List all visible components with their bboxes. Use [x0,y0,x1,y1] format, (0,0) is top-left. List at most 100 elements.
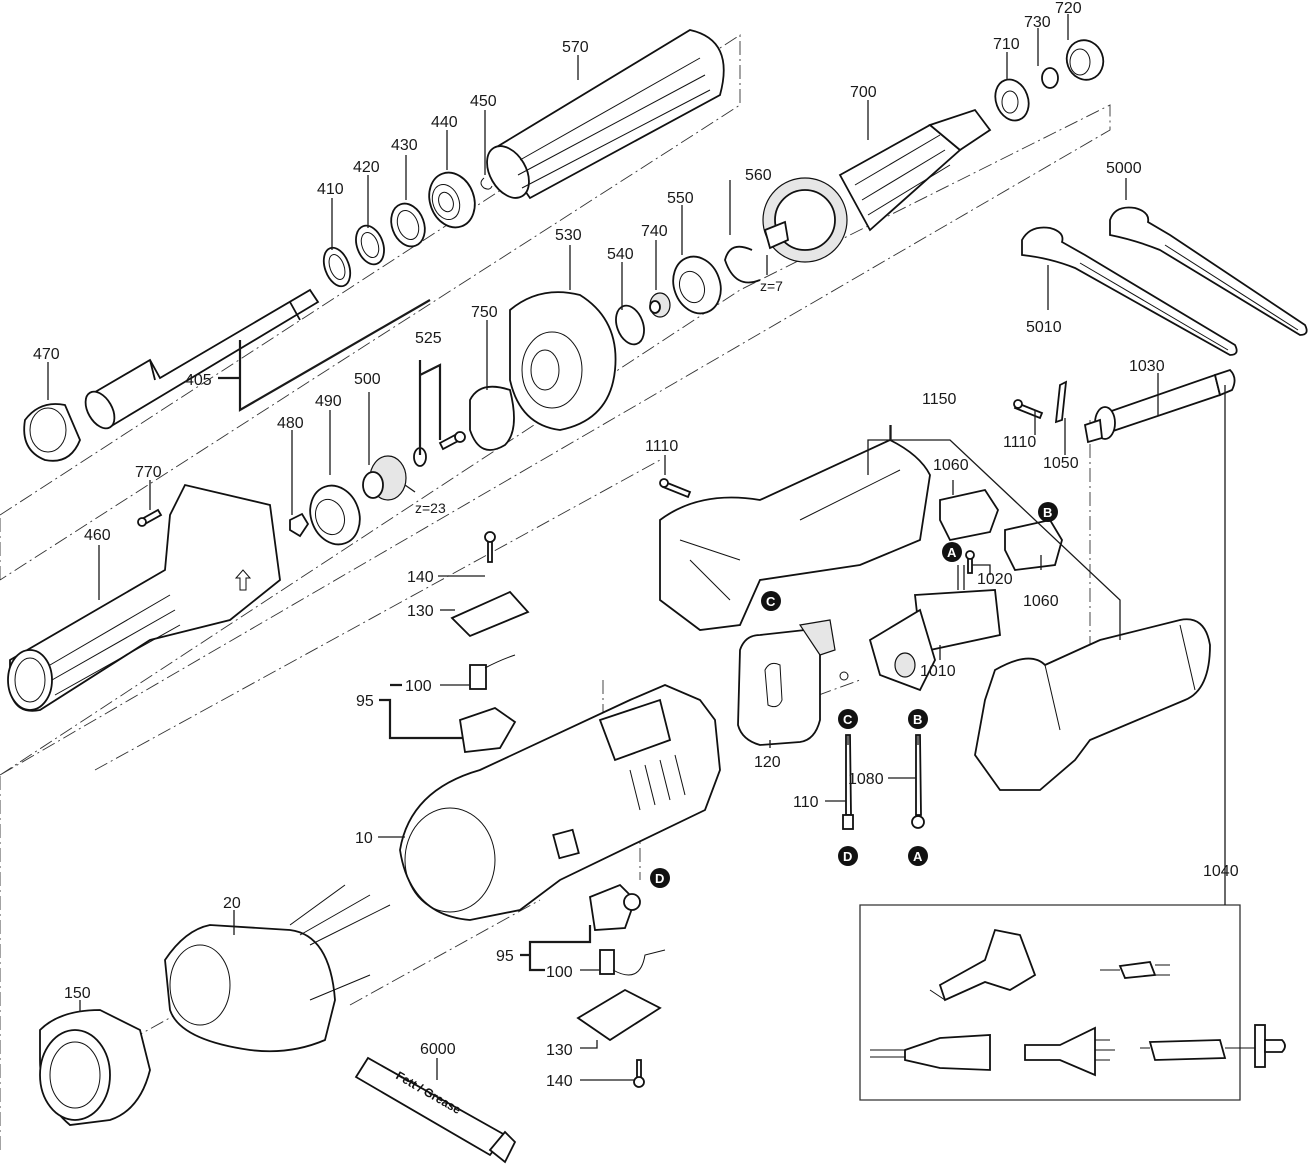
label-5010: 5010 [1026,319,1062,336]
part-1110-screw-right [1013,399,1044,420]
label-110: 110 [793,794,819,811]
label-130-upper: 130 [407,603,434,620]
label-550: 550 [667,190,694,207]
label-150: 150 [64,985,91,1002]
label-130-lower: 130 [546,1042,573,1059]
part-140-screw-lower [633,1059,645,1088]
label-470: 470 [33,346,60,363]
label-720: 720 [1055,0,1082,17]
marker-a-switch: A [942,542,962,562]
part-1080-cable [911,734,925,829]
label-530: 530 [555,227,582,244]
svg-text:B: B [913,712,922,727]
plug-two-pin-small [1100,961,1170,979]
label-100-lower: 100 [546,964,573,981]
part-1110-screw-left [659,478,692,499]
label-740: 740 [641,223,668,240]
marker-c-motor-cover: C [761,591,781,611]
part-20-stator [164,884,391,1053]
part-95-brush-holder-upper [458,707,517,753]
part-140-screw-upper [484,531,496,563]
label-480: 480 [277,415,304,432]
part-710-bearing [994,78,1030,122]
label-730: 730 [1024,14,1051,31]
label-440: 440 [431,114,458,131]
label-430: 430 [391,137,418,154]
part-480-clip [289,512,310,538]
label-1110-left: 1110 [645,438,678,455]
label-700: 700 [850,84,877,101]
part-440-bearing [428,171,476,229]
part-770-screw [137,508,163,527]
label-710: 710 [993,36,1020,53]
label-1060-upper: 1060 [933,457,969,474]
part-1040-power-cord-options [859,385,1286,1101]
callout-labels: 570 450 440 430 420 410 700 710 730 720 … [33,0,1239,1090]
part-560-retaining-ring [724,245,761,284]
label-410: 410 [317,181,344,198]
part-1050-cable-clamp [1054,380,1068,424]
label-95-upper: 95 [356,693,374,710]
label-140-upper: 140 [407,569,434,586]
marker-a-cable: A [908,846,928,866]
marker-d-brush-holder: D [650,868,670,888]
part-450-circlip [480,177,493,190]
label-460: 460 [84,527,111,544]
label-525: 525 [415,330,442,347]
label-405: 405 [185,372,212,389]
marker-d-cable: D [838,846,858,866]
label-5000: 5000 [1106,160,1142,177]
label-560: 560 [745,167,772,184]
label-1050: 1050 [1043,455,1079,472]
part-700-armature [762,108,992,263]
part-525-screw-set [413,431,466,467]
part-460-front-grip [7,483,281,712]
part-10-motor-housing [399,684,721,921]
label-1010: 1010 [920,663,956,680]
label-120: 120 [754,754,781,771]
part-1060-brush-lower [1004,518,1063,571]
part-6000-grease-tube: Fett / Grease [354,1056,517,1164]
part-730-bushing [1041,67,1059,89]
label-750: 750 [471,304,498,321]
part-1150-handle-shell-left [659,439,931,631]
part-1010-switch [868,589,1001,692]
label-1110-right: 1110 [1003,434,1036,451]
part-110-cable [842,734,854,830]
svg-text:A: A [947,545,957,560]
part-95-brush-holder-lower [589,883,641,931]
label-1030: 1030 [1129,358,1165,375]
part-410-ring [322,246,352,288]
marker-b-brush: B [1038,502,1058,522]
label-20: 20 [223,895,241,912]
part-1060-brush-upper [939,488,999,542]
part-1030-cable-sleeve [1083,368,1236,444]
svg-text:D: D [843,849,852,864]
part-470-collet-nut [23,403,81,462]
label-450: 450 [470,93,497,110]
label-z23: z=23 [415,500,446,516]
svg-text:C: C [766,594,776,609]
label-570: 570 [562,39,589,56]
part-550-bearing [672,255,722,315]
part-1150-handle-shell-right [974,618,1211,791]
svg-text:D: D [655,871,664,886]
part-430-washer [390,202,426,248]
label-1150: 1150 [922,391,957,408]
label-1040: 1040 [1203,863,1239,880]
marker-c-cable: C [838,709,858,729]
label-1060-lower: 1060 [1023,593,1059,610]
part-500-bevel-gear [362,455,407,501]
part-120-motor-cover [737,619,849,746]
part-1020-screw [965,550,975,574]
part-5000-wrench [1109,206,1308,336]
marker-b-cable: B [908,709,928,729]
label-6000: 6000 [420,1041,456,1058]
part-100-carbon-brush-upper [469,654,516,690]
part-5010-wrench [1021,226,1238,356]
part-130-brush-cover-lower [576,988,662,1042]
label-95-lower: 95 [496,948,514,965]
label-1020: 1020 [977,571,1013,588]
part-720-bearing-sleeve [1065,39,1105,81]
